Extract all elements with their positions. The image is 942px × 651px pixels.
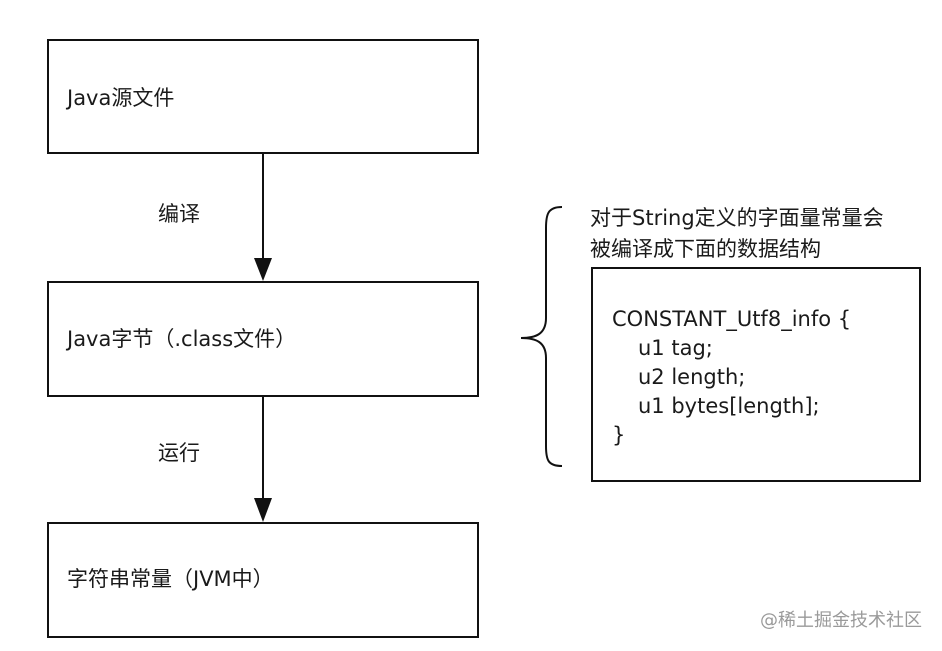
edge-run-label: 运行 <box>158 441 200 465</box>
node-java-bytecode-label: Java字节（.class文件） <box>67 327 297 351</box>
code-line-open: CONSTANT_Utf8_info { <box>612 307 852 331</box>
edge-compile-label: 编译 <box>158 202 200 226</box>
arrow-run <box>254 396 272 522</box>
node-string-constant <box>47 522 479 638</box>
code-line-bytes: u1 bytes[length]; <box>638 394 820 418</box>
annotation-line-2: 被编译成下面的数据结构 <box>590 237 821 261</box>
node-string-constant-label: 字符串常量（JVM中） <box>67 567 274 591</box>
annotation-line-1: 对于String定义的字面量常量会 <box>590 206 884 230</box>
watermark: @稀土掘金技术社区 <box>760 610 922 631</box>
code-line-tag: u1 tag; <box>638 336 713 360</box>
arrow-compile <box>254 153 272 281</box>
code-line-close: } <box>612 423 626 447</box>
curly-brace <box>520 206 563 467</box>
node-java-source <box>47 39 479 154</box>
code-structure-box <box>591 267 921 482</box>
node-java-bytecode <box>47 281 479 397</box>
code-line-length: u2 length; <box>638 365 746 389</box>
node-java-source-label: Java源文件 <box>67 86 175 110</box>
